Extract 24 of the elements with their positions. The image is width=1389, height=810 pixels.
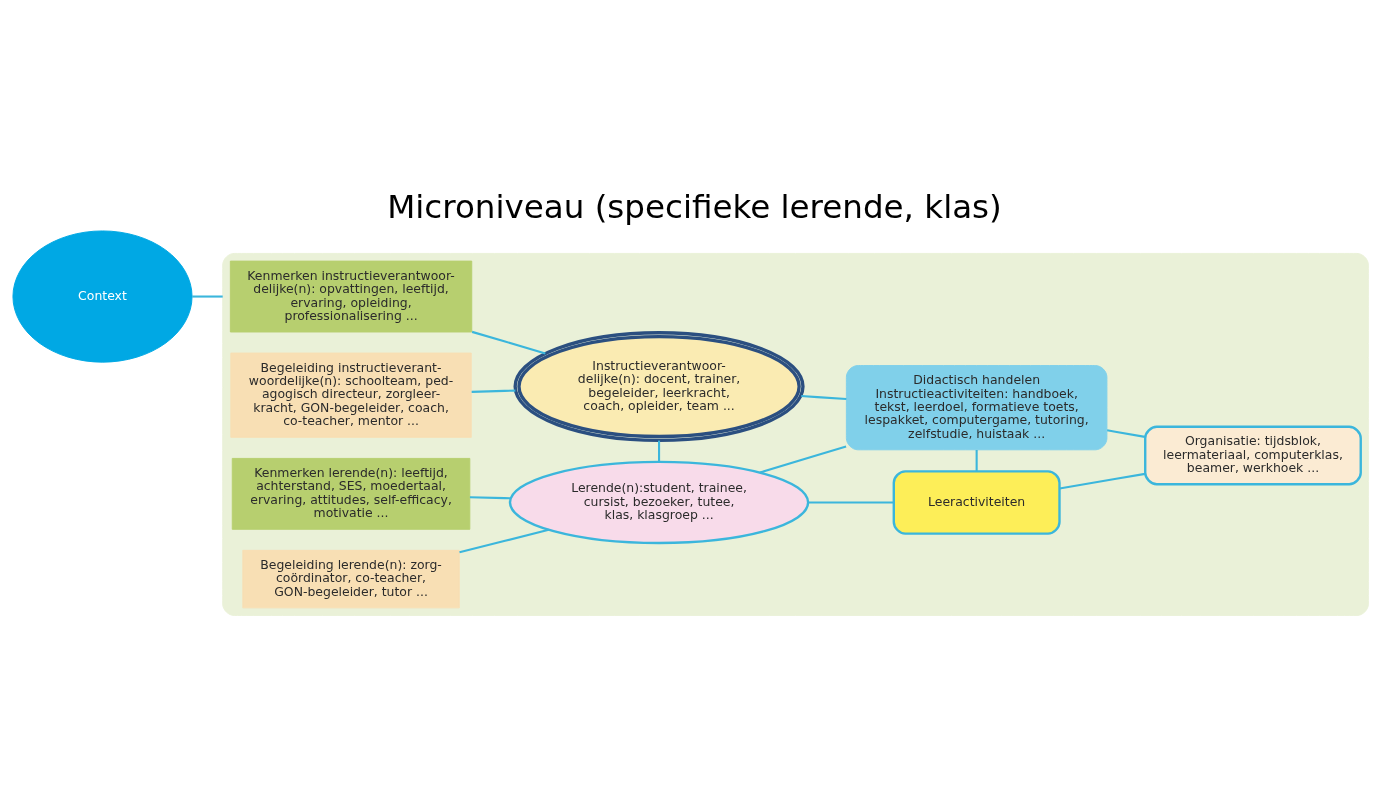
node-box: Kenmerken instructieverantwoor- delijke(n): opvattingen, leeftijd, ervaring, opleiding, professionalisering ... — [229, 260, 473, 332]
connector — [975, 449, 978, 471]
diagram-title: Microniveau (specifieke lerende, klas) — [387, 187, 1002, 226]
node-box: Organisatie: tijdsblok, leermateriaal, computerklas, beamer, werkhoek ... — [1144, 425, 1362, 485]
connector — [459, 528, 550, 553]
connector — [801, 394, 847, 400]
connector — [469, 495, 511, 499]
node-ellipse: Lerende(n):student, trainee, cursist, bezoeker, tutee, klas, klasgroep ... — [508, 460, 810, 544]
connector — [808, 500, 894, 504]
connector — [471, 389, 516, 393]
connector — [471, 330, 546, 354]
connector — [759, 445, 847, 473]
node-box: Leeractiviteiten — [892, 469, 1061, 535]
connector — [1107, 428, 1146, 438]
cluster — [222, 252, 1369, 616]
node-ellipse: Context — [12, 229, 193, 363]
connector — [192, 295, 223, 298]
node-box: Begeleiding lerende(n): zorg- coördinator, co-teacher, GON-begeleider, tutor ... — [242, 549, 460, 608]
node-box: Didactisch handelen Instructieactiviteiten: handboek, tekst, leerdoel, formatieve toets, lespakket, computergame, tutoring, zelfstudie, huistaak ... — [845, 364, 1108, 450]
node-box: Kenmerken lerende(n): leeftijd, achterstand, SES, moedertaal, ervaring, attitudes, self-efficacy, motivatie ... — [231, 457, 471, 530]
node-box: Begeleiding instructieverant- woordelijke(n): schoolteam, ped- agogisch directeur, zorgleer- kracht, GON-begeleider, coach, co-teacher, mentor ... — [230, 352, 472, 438]
node-ellipse: Instructieverantwoor- delijke(n): docent, trainer, begeleider, leerkracht, coach, opleider, team ... — [513, 330, 805, 442]
connector — [1059, 472, 1146, 489]
connector — [658, 440, 661, 462]
